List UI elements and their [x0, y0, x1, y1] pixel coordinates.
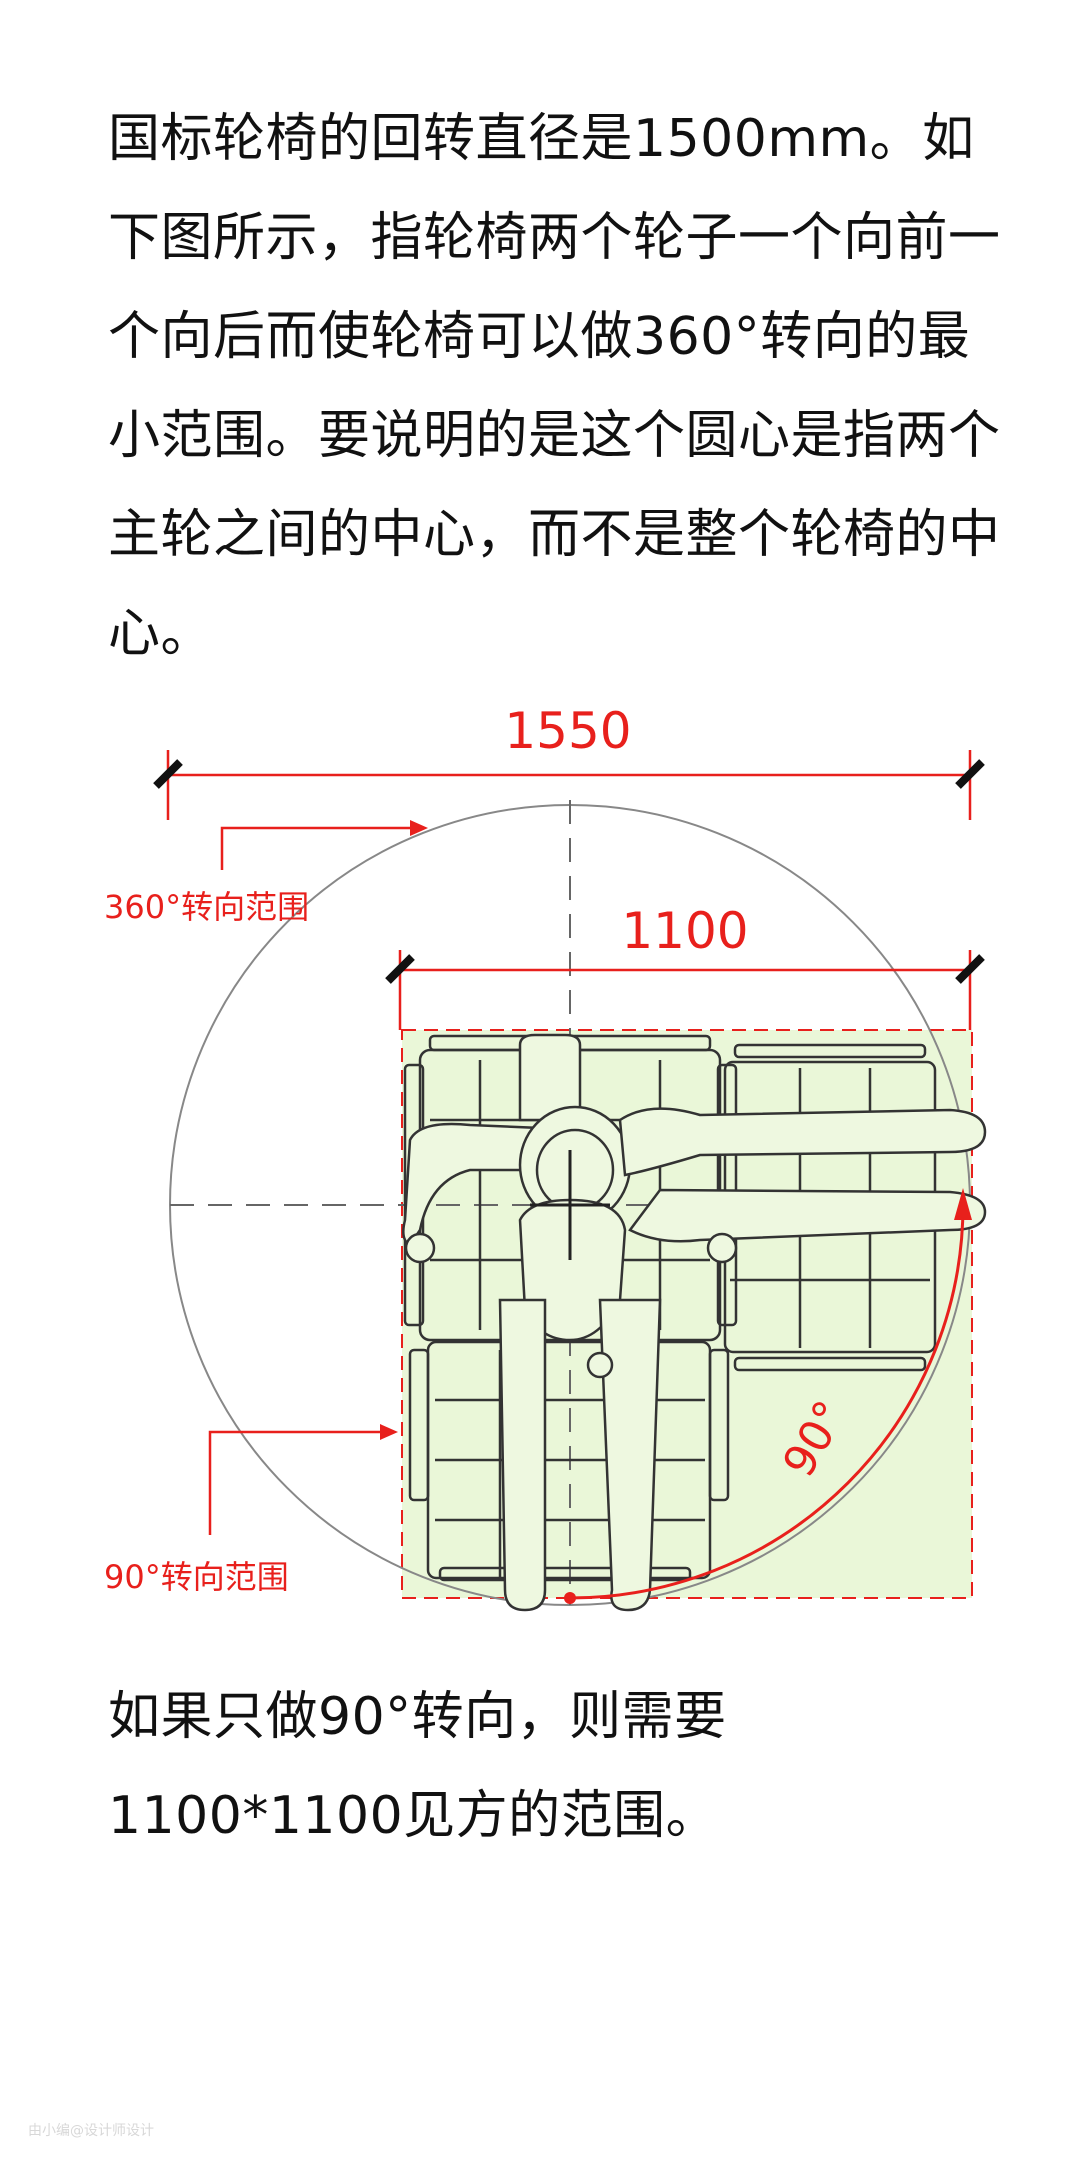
arc-start-dot — [564, 1592, 576, 1604]
dimension-1100 — [398, 950, 972, 1030]
wheelchair-lower — [408, 1340, 730, 1582]
leader-360 — [220, 826, 412, 870]
person-figures — [402, 1033, 987, 1612]
leader-90 — [208, 1430, 382, 1535]
conclusion-paragraph: 如果只做90°转向，则需要1100*1100见方的范围。 — [108, 1687, 727, 1846]
intro-paragraph: 国标轮椅的回转直径是1500mm。如下图所示，指轮椅两个轮子一个向前一个向后而使… — [108, 109, 1001, 664]
dim-label-1550: 1550 — [504, 702, 631, 760]
label-360-range: 360°转向范围 — [104, 888, 309, 926]
label-90-range: 90°转向范围 — [104, 1558, 289, 1596]
watermark: 由小编@设计师设计 — [28, 2123, 154, 2139]
arc-arrowhead — [954, 1188, 972, 1220]
dim-label-1100: 1100 — [621, 902, 748, 960]
dimension-1550 — [166, 750, 972, 820]
rotation-arc-90 — [569, 1204, 965, 1600]
wheelchair-turning-diagram: 90° 1550 1100 360°转向范围 90°转向范围 — [104, 702, 987, 1612]
